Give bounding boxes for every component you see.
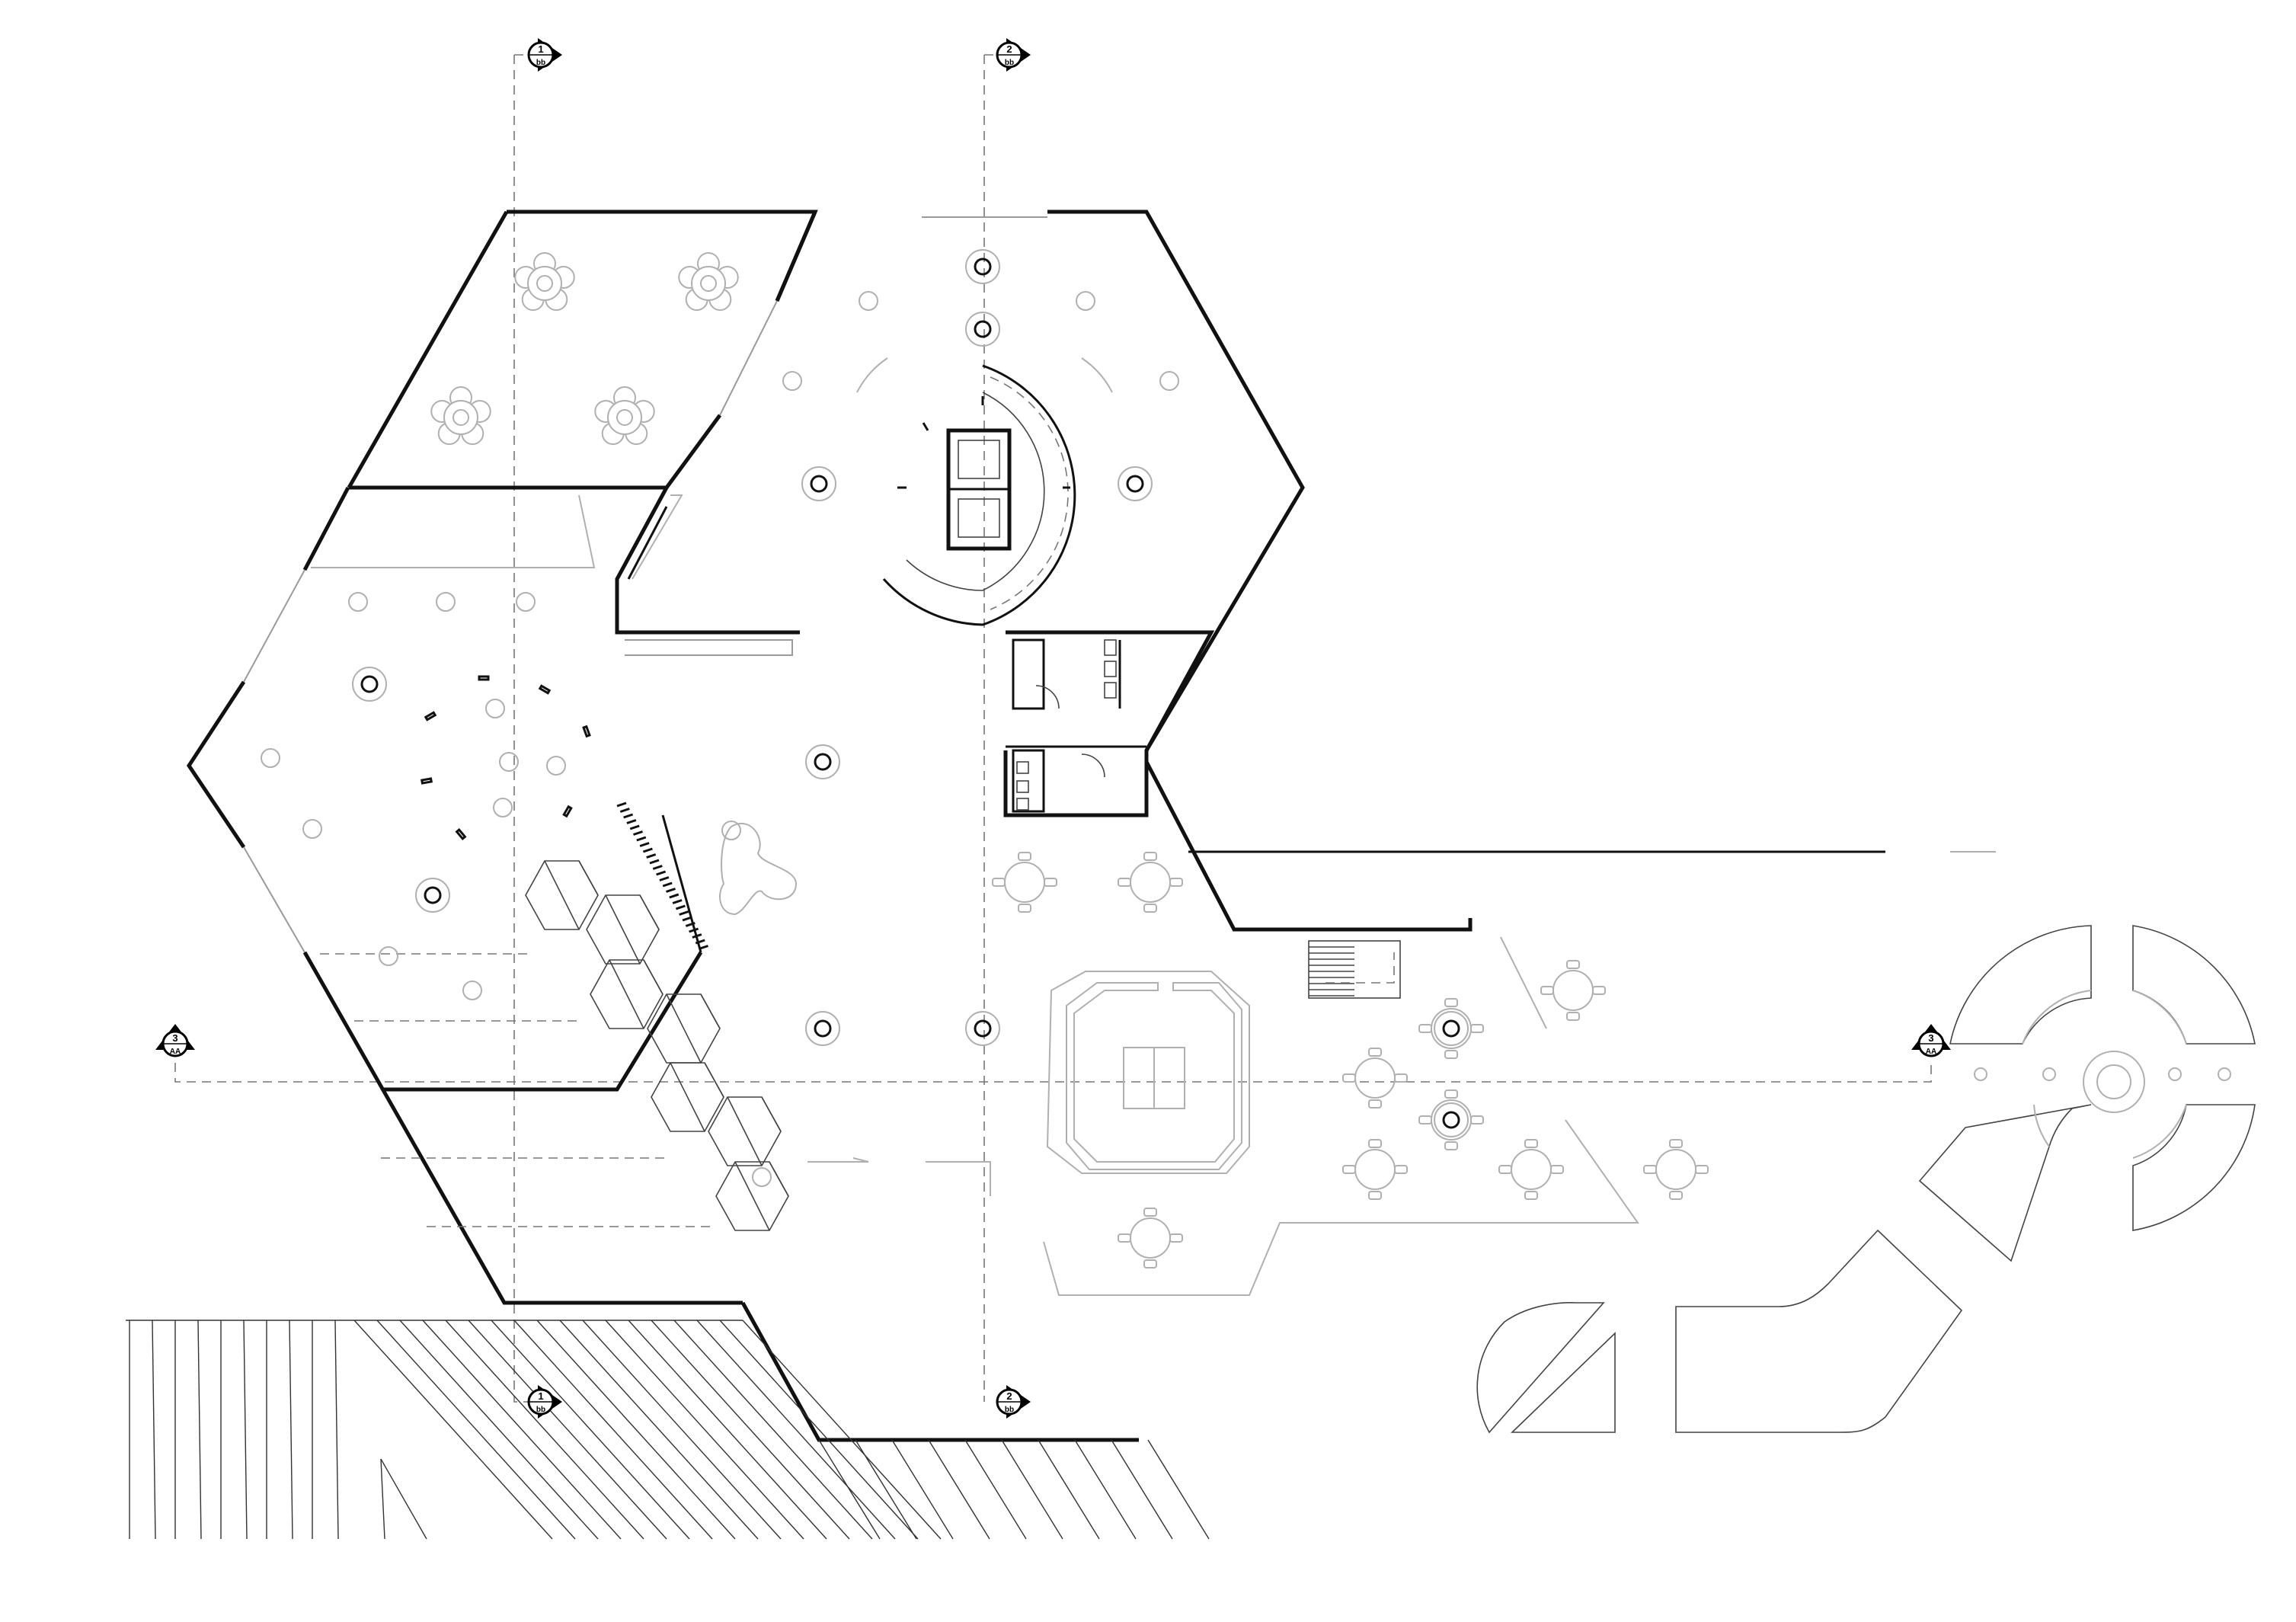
cafe-table [992,852,1057,913]
column [1434,1102,1469,1137]
light-fixture [859,291,878,311]
hex-pod [647,993,721,1064]
curved-benches [856,357,1113,393]
hex-pod [708,1096,782,1166]
section-marker-2: 2 bb [996,38,1031,72]
light-fixture [302,819,322,839]
interior-walls [311,485,800,1092]
cafe-table [1418,1089,1484,1150]
light-fixture [546,756,566,776]
flower-table [430,386,491,446]
cafe-table [1418,998,1484,1059]
column [801,466,836,501]
section-marker-sheet: bb [536,1406,545,1414]
hex-pod [525,860,599,930]
hex-pods [320,860,789,1231]
column [965,1011,1000,1046]
hex-pod [590,959,664,1029]
light-fixtures [261,291,1179,1187]
hex-pod [651,1062,724,1132]
light-fixture [1159,371,1179,391]
light-fixture [379,946,398,966]
exterior-walls [186,210,1305,1442]
column [965,249,1000,284]
flower-table [514,252,575,312]
section-marker-1: 1 bb [527,38,562,72]
light-fixture [516,592,536,612]
column [415,878,450,913]
light-fixture [261,748,280,768]
terrace-walls [807,760,1996,1296]
display-peg [421,777,433,785]
terrace-stairs [1308,940,1401,999]
cafe-table [1498,1139,1564,1200]
section-marker-number: 1 [538,43,543,55]
cafe-table [1118,1208,1183,1268]
hex-pod [715,1161,789,1231]
restrooms [1003,630,1215,817]
flower-table [594,386,655,446]
light-fixture [436,592,456,612]
section-marker-sheet: bb [1005,59,1014,67]
cafe-table [1643,1139,1709,1200]
section-marker-4: 3AA [1911,1024,1951,1057]
light-fixture [499,752,519,772]
central-counter [1046,971,1250,1174]
hex-pod [586,894,660,965]
louvre [616,801,708,950]
flower-tables [430,252,739,446]
column [805,744,840,779]
section-marker-6: 2 bb [996,1385,1031,1419]
section-marker-number: 2 [1006,43,1012,55]
columns [352,249,1469,1137]
display-peg [582,725,591,738]
tri-lobe-seat [719,822,798,916]
section-marker-number: 3 [172,1032,177,1044]
light-fixture [485,699,505,718]
light-fixture [493,798,513,817]
column [965,312,1000,347]
landscape-plaza [1476,925,2256,1434]
cafe-table [1342,1048,1408,1109]
column [1434,1011,1469,1046]
display-peg [455,828,467,840]
section-marker-number: 3 [1928,1032,1933,1044]
section-marker-number: 1 [538,1390,543,1402]
column [1118,466,1153,501]
light-fixture [1076,291,1095,311]
section-marker-sheet: bb [1005,1406,1014,1414]
section-marker-number: 2 [1006,1390,1012,1402]
display-peg [538,684,552,695]
section-marker-5: 1 bb [527,1385,562,1419]
column [805,1011,840,1046]
light-fixture [782,371,802,391]
section-marker-sheet: bb [536,59,545,67]
flower-table [678,252,739,312]
decking [126,1320,1210,1540]
display-peg [424,711,437,721]
light-fixture [721,821,741,840]
section-marker-3: 3AA [155,1024,195,1057]
section-marker-sheet: AA [170,1048,181,1056]
light-fixture [752,1167,772,1187]
cafe-table [1118,852,1183,913]
display-peg [562,805,573,818]
cafe-table [1342,1139,1408,1200]
cafe-tables [992,852,1709,1268]
section-lines [174,54,1932,1403]
light-fixture [462,981,482,1000]
section-marker-sheet: AA [1926,1048,1936,1056]
column [352,667,387,702]
display-peg [478,675,490,681]
light-fixture [348,592,368,612]
stair-core [882,364,1076,626]
cafe-table [1540,960,1606,1021]
